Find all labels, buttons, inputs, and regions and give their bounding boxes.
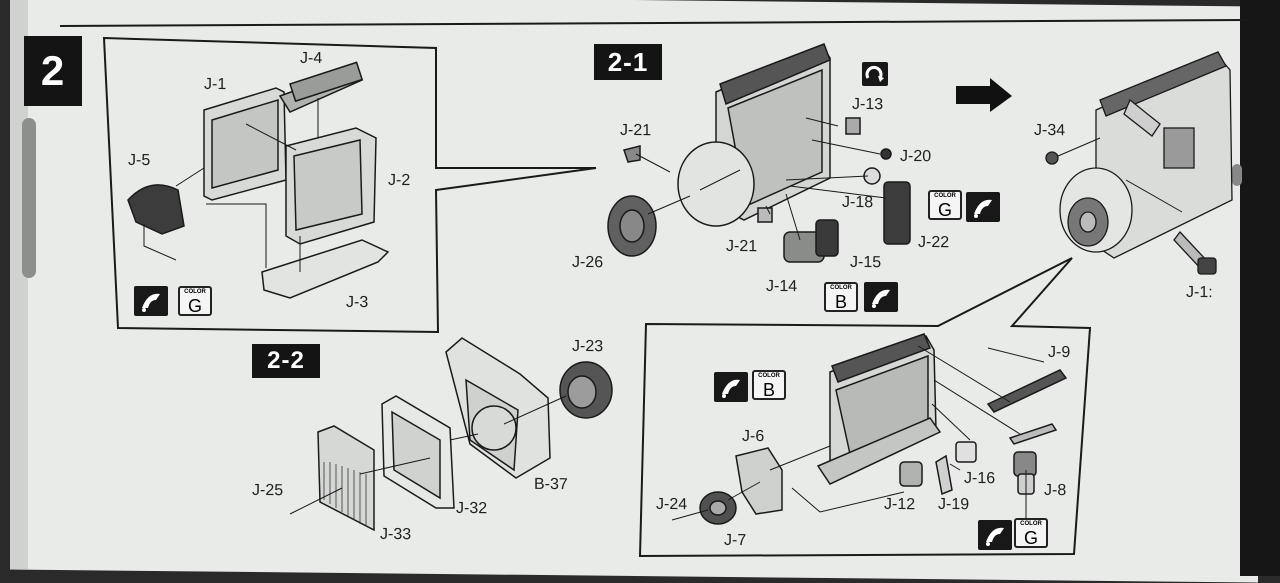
part-label: J-5 [128,151,151,170]
part-label: J-21 [726,237,758,256]
part-label: J-16 [964,469,996,488]
part-label: B-37 [534,475,568,494]
detail-frame [638,257,1092,558]
part-label: J-7 [724,531,747,550]
part-label: J-3 [346,293,369,312]
glue-applicator-icon [966,192,1000,222]
part-j3-shape [261,239,390,299]
part-label: J-18 [842,193,874,212]
monitor-bezel [1240,0,1280,576]
part-label: J-32 [456,499,488,518]
color-code-box: COLOR G [1014,518,1048,548]
part-label: J-14 [766,277,798,296]
part-label: J-6 [742,427,765,446]
part-label: J-26 [572,253,604,272]
radiator-assembly [317,337,613,532]
block-detail [699,333,1068,525]
radiator-grille [323,462,367,526]
scrollbar-thumb[interactable] [22,118,36,278]
scrollbar-thumb-right[interactable] [1232,164,1242,186]
part-j5-shape [127,184,185,235]
substep-2-2-badge: 2-2 [252,344,320,378]
color-code-box: COLOR B [752,370,786,400]
substep-2-1-badge: 2-1 [594,44,662,80]
part-label: J-20 [900,147,932,166]
part-label: J-2 [388,171,411,190]
color-code-box: COLOR B [824,282,858,312]
part-label: J-1: [1186,283,1213,302]
part-label: J-25 [252,481,284,500]
part-label: J-12 [884,495,916,514]
part-label: J-24 [656,495,688,514]
part-label: J-19 [938,495,970,514]
part-label: J-21 [620,121,652,140]
page-border [59,19,1249,27]
oil-filter-shape [883,181,911,245]
color-code-box: COLOR G [178,286,212,316]
arrow-right-icon [956,78,1012,112]
part-label: J-33 [380,525,412,544]
glue-applicator-icon [714,372,748,402]
part-label: J-22 [918,233,950,252]
rotate-icon [862,62,888,86]
color-code-box: COLOR G [928,190,962,220]
step-number-badge: 2 [24,36,82,106]
cylinder-head-part [127,61,390,299]
part-label: J-9 [1048,343,1071,362]
part-label: J-34 [1034,121,1066,140]
assembly-lines [143,98,319,272]
glue-applicator-icon [864,282,898,312]
part-label: J-1 [204,75,227,94]
step-2-frame [102,36,597,334]
engine-block-assembly [607,43,911,263]
part-label: J-13 [852,95,884,114]
glue-applicator-icon [134,286,168,316]
part-label: J-4 [300,49,323,68]
part-label: J-8 [1044,481,1067,500]
part-label: J-15 [850,253,882,272]
completed-engine [1045,51,1233,275]
glue-applicator-icon [978,520,1012,550]
part-label: J-23 [572,337,604,356]
